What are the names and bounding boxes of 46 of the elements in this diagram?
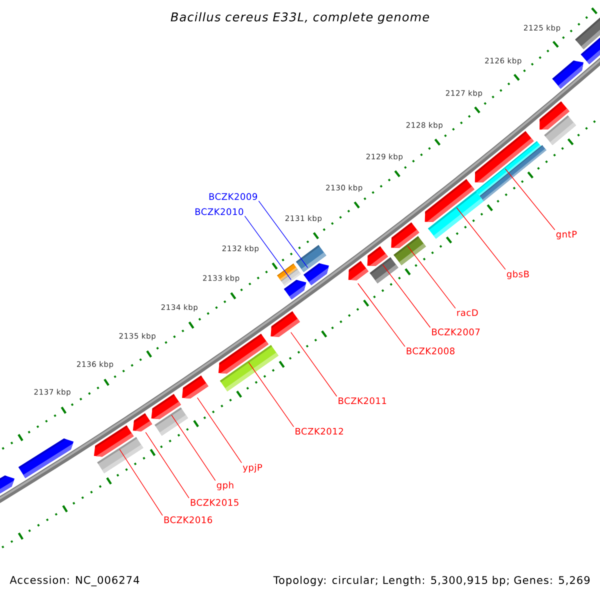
- leader-line: [119, 449, 163, 516]
- leader-line: [145, 432, 190, 498]
- gene-label: BCZK2015: [190, 499, 238, 506]
- title: Bacillus cereus E33L, complete genome: [170, 12, 430, 24]
- gene-bar: [97, 437, 144, 474]
- gene-block: [348, 260, 368, 280]
- gene-label: BCZK2009: [209, 193, 258, 200]
- gene-label: racD: [457, 309, 478, 316]
- gene-label: BCZK2011: [338, 397, 386, 404]
- gene-block: [284, 280, 306, 300]
- gene-label: BCZK2012: [296, 428, 343, 435]
- gene-label: BCZK2016: [164, 516, 212, 524]
- gene-bar: [370, 257, 398, 284]
- gene-label: BCZK2008: [406, 348, 454, 354]
- gene-block: [580, 38, 600, 64]
- gene-label: gbsB: [506, 270, 529, 280]
- leader-line: [358, 283, 406, 347]
- gene-block: [18, 438, 74, 478]
- gene-bar: [544, 115, 576, 146]
- leader-line: [244, 216, 292, 280]
- leader-line: [248, 362, 294, 428]
- gene-bar: [220, 345, 278, 392]
- gene-label: BCZK2010: [195, 208, 244, 216]
- accession-text: Accession: NC_006274: [10, 576, 140, 586]
- leader-line: [456, 207, 506, 270]
- gene-block: [182, 376, 208, 398]
- leader-line: [382, 264, 431, 328]
- gene-block: [304, 263, 329, 286]
- gene-label: gph: [216, 482, 234, 490]
- gene-block: [132, 413, 152, 432]
- gene-block: [270, 311, 300, 337]
- leader-line: [197, 397, 242, 464]
- leader-line: [171, 414, 216, 481]
- gene-block: [0, 475, 15, 494]
- gene-label: ypjP: [242, 464, 262, 472]
- gene-block: [552, 60, 584, 89]
- gene-bar: [480, 145, 546, 202]
- gene-label: gntP: [556, 230, 577, 240]
- leader-line: [258, 200, 308, 268]
- gene-bar: [394, 236, 426, 266]
- leader-line: [290, 332, 338, 397]
- gene-bar: [154, 407, 188, 436]
- leader-line: [504, 168, 556, 230]
- gene-label: BCZK2007: [432, 328, 480, 336]
- leader-line: [407, 246, 456, 309]
- genome-summary-text: Topology: circular; Length: 5,300,915 bp; Genes: 5,269: [273, 576, 590, 586]
